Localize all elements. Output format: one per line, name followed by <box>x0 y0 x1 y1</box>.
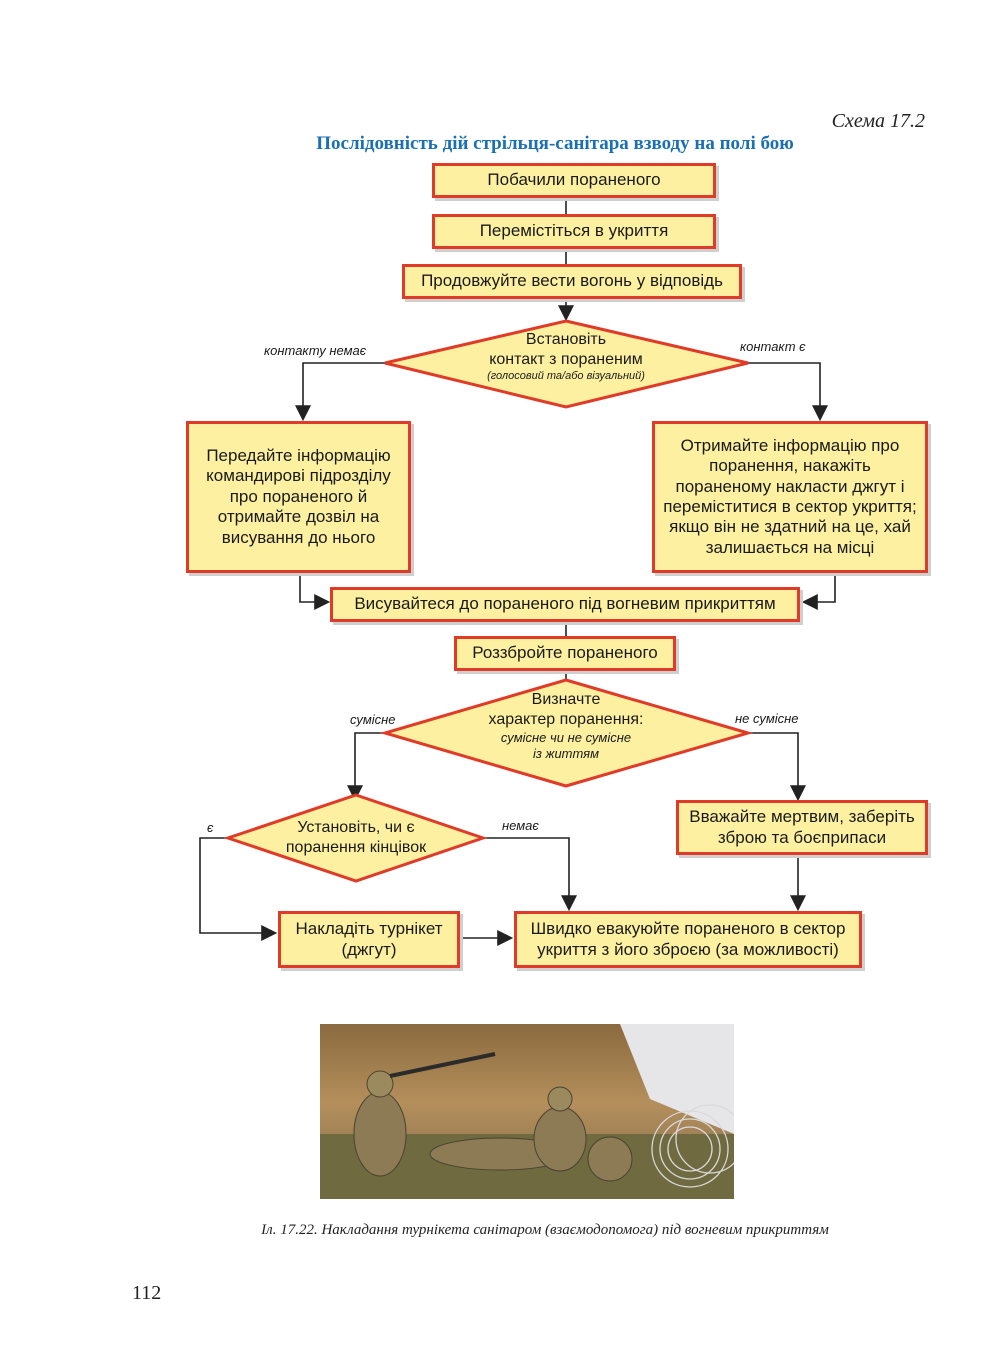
label-limb-no: немає <box>502 818 539 833</box>
label-incompatible: не сумісне <box>735 711 799 726</box>
box-consider-dead: Вважайте мертвим, заберіть зброю та боєп… <box>676 800 928 855</box>
box-apply-tourniquet: Накладіть турнікет (джгут) <box>278 911 460 968</box>
step-advance-under-cover: Висувайтеся до пораненого під вогневим п… <box>330 587 800 622</box>
box-report-commander: Передайте інформацію командирові підрозд… <box>186 421 411 573</box>
decision-limb-text: Установіть, чи є поранення кінцівок <box>266 818 446 858</box>
flowchart-connectors <box>199 196 836 946</box>
label-limb-yes: є <box>207 820 214 835</box>
scheme-label: Схема 17.2 <box>831 110 925 132</box>
step-return-fire: Продовжуйте вести вогонь у відповідь <box>402 264 742 299</box>
decision-contact-shape <box>384 319 749 409</box>
decision-wound-line3: сумісне чи не сумісне <box>500 730 632 745</box>
decision-limb-line2: поранення кінцівок <box>285 839 427 856</box>
box-get-info: Отримайте інформацію про поранення, нака… <box>652 421 928 573</box>
decision-wound-shape <box>379 678 754 788</box>
decision-wound-line4: із життям <box>532 746 600 762</box>
scheme-title: Послідовність дій стрільця-санітара взво… <box>316 133 794 154</box>
page-number: 112 <box>132 1282 162 1304</box>
decision-contact-line3: (голосовий та/або візуальний) <box>487 370 645 382</box>
label-compatible: сумісне <box>350 712 396 727</box>
decision-wound-line1: Визначте <box>531 691 601 708</box>
decision-contact-line1: Встановіть <box>525 331 607 348</box>
decision-contact-text: Встановіть контакт з пораненим (голосови… <box>436 330 696 384</box>
decision-limb-line1: Установіть, чи є <box>297 819 415 836</box>
decision-wound-text: Визначте характер поранення: сумісне чи … <box>446 690 686 763</box>
box-evacuate: Швидко евакуюйте пораненого в сектор укр… <box>514 911 862 968</box>
decision-limb-shape <box>223 793 488 883</box>
step-saw-wounded: Побачили пораненого <box>432 163 716 198</box>
label-no-contact: контакту немає <box>264 343 367 358</box>
step-disarm: Роззбройте пораненого <box>454 636 676 671</box>
decision-wound-line2: характер поранення: <box>488 711 644 728</box>
label-contact-yes: контакт є <box>740 339 806 354</box>
decision-contact-line2: контакт з пораненим <box>489 351 643 368</box>
step-move-to-cover: Перемістіться в укриття <box>432 214 716 249</box>
soldiers-photo <box>320 1024 734 1199</box>
figure-caption: Іл. 17.22. Накладання турнікета санітаро… <box>261 1222 829 1238</box>
